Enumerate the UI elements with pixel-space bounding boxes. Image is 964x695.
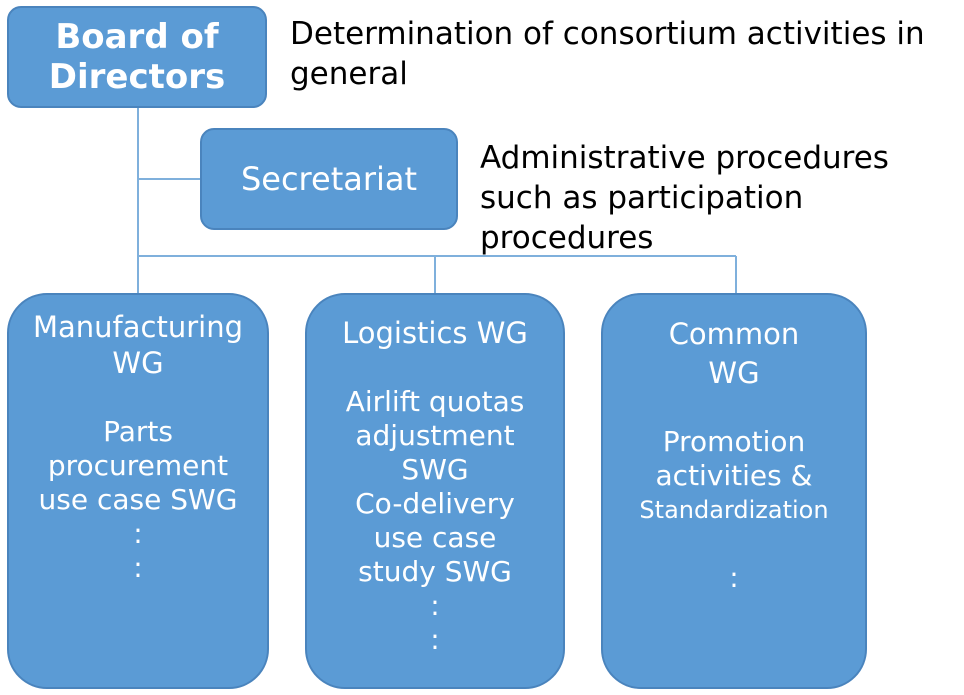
manufacturing-wg-item: Parts [103, 415, 173, 448]
board-description: Determination of consortium activities i… [290, 14, 960, 94]
logistics-wg-item: SWG [401, 453, 469, 486]
secretariat-title: Secretariat [240, 160, 418, 198]
logistics-wg-item: Airlift quotas [345, 385, 525, 418]
logistics-wg-box: Logistics WG Airlift quotas adjustment S… [305, 293, 565, 689]
common-wg-box: Common WG Promotion activities & Standar… [601, 293, 867, 689]
manufacturing-wg-title-line-1: Manufacturing [33, 310, 243, 344]
logistics-wg-title-line-1: Logistics WG [342, 316, 528, 350]
secretariat-description-line-3: procedures [480, 220, 654, 256]
common-wg-title: Common WG [603, 315, 865, 393]
board-of-directors-box: Board of Directors [7, 6, 267, 108]
secretariat-description-line-1: Administrative procedures [480, 140, 889, 176]
logistics-wg-item: adjustment [355, 419, 515, 452]
logistics-wg-item: Co-delivery [355, 487, 515, 520]
manufacturing-wg-title-line-2: WG [112, 346, 164, 380]
board-description-line-2: general [290, 56, 408, 92]
board-title-line-2: Directors [48, 57, 226, 97]
manufacturing-wg-ellipsis: : [133, 551, 143, 584]
common-wg-ellipsis: : [729, 561, 739, 594]
logistics-wg-title: Logistics WG [307, 315, 563, 351]
secretariat-description-line-2: such as participation [480, 180, 804, 216]
logistics-wg-item: use case [373, 521, 497, 554]
manufacturing-wg-box: Manufacturing WG Parts procurement use c… [7, 293, 269, 689]
manufacturing-wg-items: Parts procurement use case SWG : : [9, 415, 267, 585]
manufacturing-wg-ellipsis: : [133, 517, 143, 550]
logistics-wg-item: study SWG [358, 555, 512, 588]
logistics-wg-items: Airlift quotas adjustment SWG Co-deliver… [307, 385, 563, 657]
manufacturing-wg-title: Manufacturing WG [9, 309, 267, 381]
manufacturing-wg-item: procurement [47, 449, 229, 482]
common-wg-item: activities & [655, 459, 813, 492]
common-wg-item: Promotion [662, 425, 806, 458]
board-description-line-1: Determination of consortium activities i… [290, 16, 925, 52]
common-wg-title-line-1: Common [668, 317, 800, 351]
logistics-wg-ellipsis: : [430, 589, 440, 622]
common-wg-item: Standardization [639, 496, 829, 524]
board-title-line-1: Board of [55, 17, 219, 57]
manufacturing-wg-item: use case SWG [38, 483, 238, 516]
common-wg-title-line-2: WG [708, 356, 760, 390]
logistics-wg-ellipsis: : [430, 623, 440, 656]
secretariat-box: Secretariat [200, 128, 458, 230]
secretariat-description: Administrative procedures such as partic… [480, 138, 960, 258]
common-wg-items: Promotion activities & Standardization : [603, 425, 865, 595]
